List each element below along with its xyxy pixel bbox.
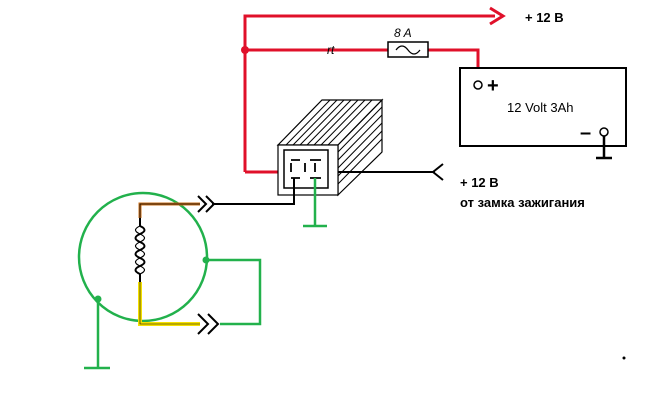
green-loop-wire: [206, 258, 262, 326]
wire-rt-label: rt: [327, 43, 335, 57]
black-ignition-arrow: [431, 163, 444, 181]
top-connector-chevrons: [197, 195, 216, 213]
stray-dot: [622, 356, 626, 360]
fuse-rating-label: 8 A: [394, 26, 412, 40]
battery-plus-label: +: [487, 75, 499, 97]
red-junction-dot: [241, 46, 249, 54]
stator-coil: [134, 218, 146, 282]
red-arrow-head: [489, 6, 506, 26]
from-ignition-label: от замка зажигания: [460, 195, 585, 210]
coil-bottom-wire: [138, 282, 200, 326]
red-wire-group: [243, 6, 506, 174]
black-wire-to-stator: [212, 178, 295, 205]
black-wire-group: [212, 163, 444, 205]
stator-ground: [84, 299, 110, 370]
fuse: [387, 41, 429, 58]
battery-label: 12 Volt 3Ah: [507, 100, 574, 115]
battery-minus-label: –: [580, 122, 591, 144]
battery-ground: [596, 136, 612, 160]
plus12-ignition-label: + 12 B: [460, 175, 499, 190]
battery-plus-terminal: [473, 80, 483, 90]
red-wire-main: [243, 14, 495, 172]
battery-minus-terminal: [599, 127, 609, 137]
plus12-top-label: + 12 B: [525, 10, 564, 25]
bottom-connector-chevrons: [197, 313, 220, 335]
battery: [459, 67, 627, 160]
regulator-ground: [303, 178, 327, 228]
